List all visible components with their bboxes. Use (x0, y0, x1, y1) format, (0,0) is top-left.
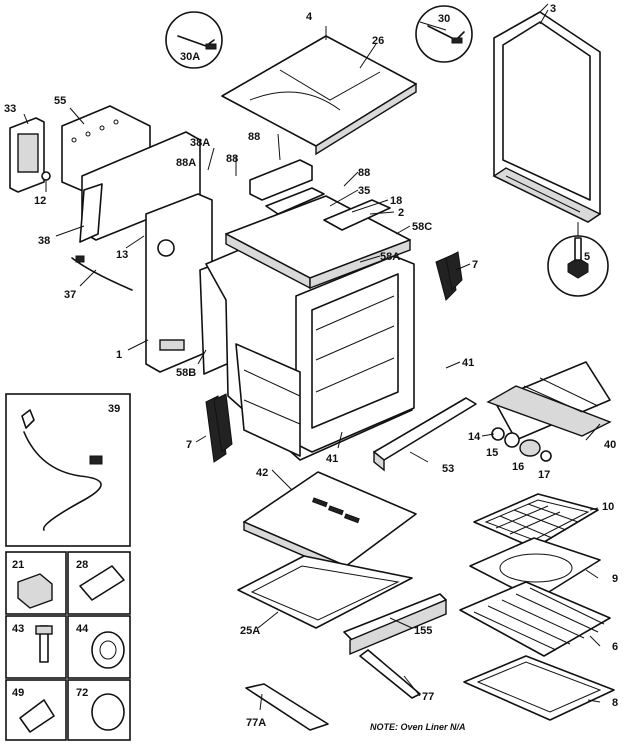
control-panel-part (9, 105, 201, 291)
oven-door-part (492, 3, 602, 223)
callout-1: 1 (116, 349, 122, 361)
callout-43: 43 (12, 623, 24, 635)
callout-3: 3 (550, 3, 556, 15)
broil-grid-part (473, 493, 599, 549)
callout-38A: 38A (190, 137, 210, 149)
callout-28: 28 (76, 559, 88, 571)
callout-8: 8 (612, 697, 618, 709)
callout-30A: 30A (180, 51, 200, 63)
note-text: NOTE: Oven Liner N/A (370, 722, 466, 732)
oven-bottom-part (463, 655, 615, 721)
callout-7-right: 7 (472, 259, 478, 271)
callout-7-left: 7 (186, 439, 192, 451)
power-cord-box (5, 393, 131, 547)
callout-21: 21 (12, 559, 24, 571)
range-body-part (145, 159, 415, 461)
drawer-slide-part (343, 593, 447, 699)
callout-77A: 77A (246, 717, 266, 729)
callout-41-left: 41 (326, 453, 338, 465)
leveling-leg-circle (547, 222, 609, 297)
oven-rack-part (459, 581, 611, 657)
callout-16: 16 (512, 461, 524, 473)
callout-41-right: 41 (462, 357, 474, 369)
callout-2: 2 (398, 207, 404, 219)
callout-53: 53 (442, 463, 454, 475)
callout-33: 33 (4, 103, 16, 115)
callout-39: 39 (108, 403, 120, 415)
callout-58C: 58C (412, 221, 432, 233)
front-rail-part (373, 397, 477, 472)
small-parts-boxes (5, 551, 131, 741)
callout-18: 18 (390, 195, 402, 207)
callout-4: 4 (306, 11, 313, 23)
door-hinge-parts (205, 251, 463, 463)
callout-58A: 58A (380, 251, 400, 263)
callout-49: 49 (12, 687, 24, 699)
callout-25A: 25A (240, 625, 260, 637)
drawer-part (237, 555, 413, 629)
callout-30: 30 (438, 13, 450, 25)
callout-labels: 3 4 30 30A 26 33 55 12 38 13 37 1 58B 88… (4, 3, 618, 732)
callout-155: 155 (414, 625, 432, 637)
leader-lines (23, 9, 601, 711)
callout-15: 15 (486, 447, 498, 459)
broiler-drawer-part (486, 361, 612, 441)
drawer-trim-part (245, 683, 329, 731)
callout-88A: 88A (176, 157, 196, 169)
callout-72: 72 (76, 687, 88, 699)
callout-44: 44 (76, 623, 89, 635)
callout-88-right: 88 (358, 167, 370, 179)
callout-12: 12 (34, 195, 46, 207)
callout-88-top: 88 (248, 131, 260, 143)
callout-6: 6 (612, 641, 618, 653)
callout-40: 40 (604, 439, 616, 451)
callout-5: 5 (584, 251, 590, 263)
callout-55: 55 (54, 95, 66, 107)
callout-13: 13 (116, 249, 128, 261)
bottom-panel-part (243, 471, 417, 576)
knob-parts (491, 427, 552, 462)
callout-9: 9 (612, 573, 618, 585)
callout-35: 35 (358, 185, 370, 197)
callout-38: 38 (38, 235, 50, 247)
callout-14: 14 (468, 431, 481, 443)
callout-88-mid: 88 (226, 153, 238, 165)
callout-26: 26 (372, 35, 384, 47)
callout-10: 10 (602, 501, 614, 513)
callout-17: 17 (538, 469, 550, 481)
callout-42: 42 (256, 467, 268, 479)
cooktop-part (165, 5, 473, 156)
callout-37: 37 (64, 289, 76, 301)
callout-77: 77 (422, 691, 434, 703)
callout-58B: 58B (176, 367, 196, 379)
